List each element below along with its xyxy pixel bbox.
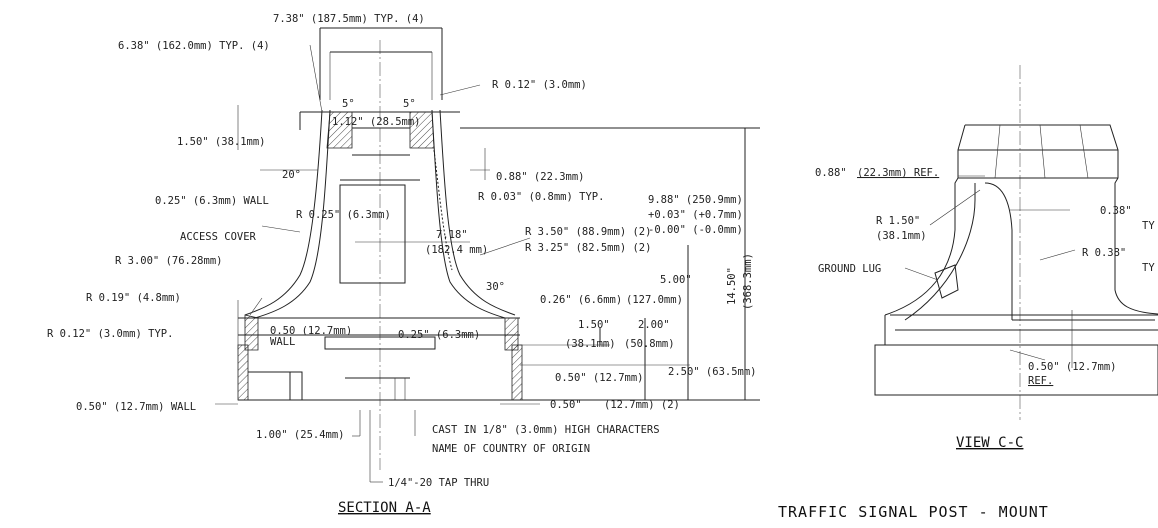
view-cc-geometry: [874, 65, 1158, 420]
dim-label: 5°: [342, 98, 355, 110]
dim-label: +0.03" (+0.7mm): [648, 209, 743, 221]
dim-label: 1.00" (25.4mm): [256, 429, 345, 441]
dim-label: REF.: [1028, 375, 1053, 387]
dim-label: R 0.03" (0.8mm) TYP.: [478, 191, 604, 203]
dim-label: 0.26" (6.6mm): [540, 294, 622, 306]
dim-label: 0.50" (12.7mm): [555, 372, 644, 384]
dim-label: 5°: [403, 98, 416, 110]
dim-label: R 3.50" (88.9mm) (2): [525, 226, 651, 238]
dim-label: 0.50 (12.7mm): [270, 325, 352, 337]
dim-label: R 0.25" (6.3mm): [296, 209, 391, 221]
dim-label: R 1.50": [876, 215, 920, 227]
section-aa-labels: 7.38" (187.5mm) TYP. (4) 6.38" (162.0mm)…: [47, 13, 757, 516]
dim-label: 1.50" (38.1mm): [177, 136, 266, 148]
dim-label: 30°: [486, 281, 505, 293]
dim-label: R 0.12" (3.0mm) TYP.: [47, 328, 173, 340]
dim-label: 2.50" (63.5mm): [668, 366, 757, 378]
dim-label-vertical: 14.50": [726, 267, 738, 305]
dim-label: (50.8mm): [624, 338, 675, 350]
dim-label: 6.38" (162.0mm) TYP. (4): [118, 40, 270, 52]
note-text: 1/4"-20 TAP THRU: [388, 477, 489, 489]
dim-label: TY: [1142, 220, 1155, 232]
dim-label: 0.50": [550, 399, 582, 411]
dim-label: (182.4 mm): [425, 244, 488, 256]
dim-label: 7.18": [436, 229, 468, 241]
dim-label: 0.88" (22.3mm): [496, 171, 585, 183]
dim-label: 20°: [282, 169, 301, 181]
dim-label: R 0.38": [1082, 247, 1126, 259]
dim-label: (22.3mm) REF.: [857, 167, 939, 179]
dim-label: (127.0mm): [626, 294, 683, 306]
dim-label: ACCESS COVER: [180, 231, 257, 243]
dim-label: (12.7mm) (2): [604, 399, 680, 411]
view-cc-title: VIEW C-C: [956, 435, 1023, 451]
dim-label-vertical: (368.3mm): [742, 253, 754, 310]
dim-label: R 3.25" (82.5mm) (2): [525, 242, 651, 254]
dim-label: TY: [1142, 262, 1155, 274]
dim-label: R 0.12" (3.0mm): [492, 79, 587, 91]
dim-label: 0.50" (12.7mm) WALL: [76, 401, 196, 413]
dim-label: 9.88" (250.9mm): [648, 194, 743, 206]
dim-label: 0.88": [815, 167, 847, 179]
dim-label: 0.25" (6.3mm) WALL: [155, 195, 269, 207]
dim-label: (38.1mm): [876, 230, 927, 242]
dim-label: 0.50" (12.7mm): [1028, 361, 1117, 373]
view-cc-labels: 0.88" (22.3mm) REF. R 1.50" (38.1mm) 0.3…: [815, 167, 1155, 451]
dim-label: R 3.00" (76.28mm): [115, 255, 222, 267]
dim-label: GROUND LUG: [818, 263, 881, 275]
dim-label: 5.00": [660, 274, 692, 286]
note-text: NAME OF COUNTRY OF ORIGIN: [432, 443, 590, 455]
section-aa-geometry: [215, 27, 760, 483]
dim-label: -0.00" (-0.0mm): [648, 224, 743, 236]
dim-label: (38.1mm): [565, 338, 616, 350]
sheet-title: TRAFFIC SIGNAL POST - MOUNT: [778, 503, 1049, 521]
dim-label: 7.38" (187.5mm) TYP. (4): [273, 13, 425, 25]
dim-label: R 0.19" (4.8mm): [86, 292, 181, 304]
section-aa-title: SECTION A-A: [338, 500, 431, 516]
dim-label: 0.38": [1100, 205, 1132, 217]
dim-label: 1.50": [578, 319, 610, 331]
dim-label: 2.00": [638, 319, 670, 331]
note-text: CAST IN 1/8" (3.0mm) HIGH CHARACTERS: [432, 424, 660, 436]
dim-label: 1.12" (28.5mm): [332, 116, 421, 128]
dim-label: WALL: [270, 336, 295, 348]
dim-label: 0.25" (6.3mm): [398, 329, 480, 341]
